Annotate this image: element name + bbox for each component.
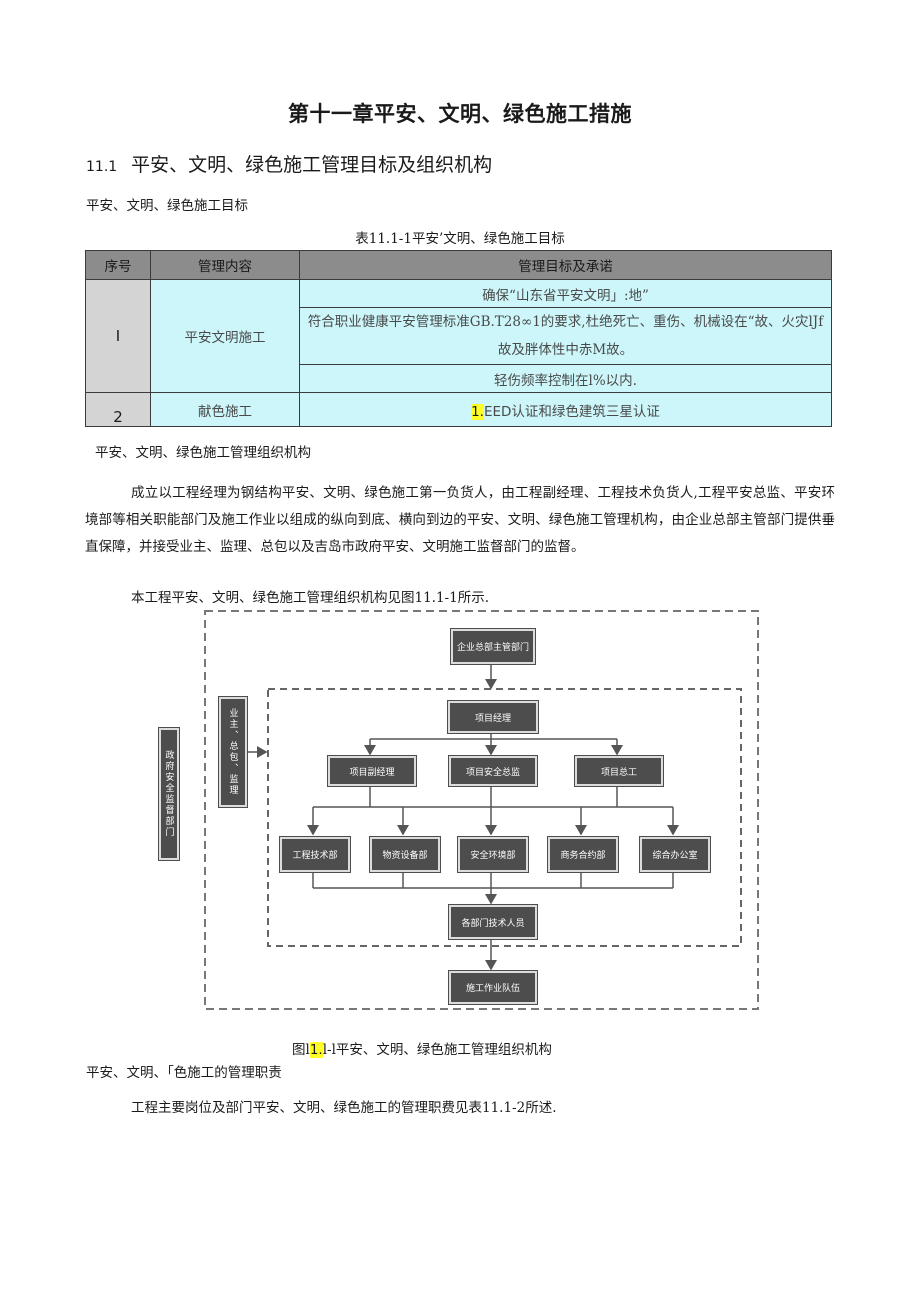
org-node-dept: 物资设备部 <box>369 836 441 873</box>
section-title-text: 平安、文明、绿色施工管理目标及组织机构 <box>131 154 493 176</box>
sub-heading-duties: 平安、文明、「色施工的管理职责 <box>86 1065 282 1081</box>
table-row: 符合职业健康平安管理标准GB.T28∞1的要求,杜绝死亡、重伤、机械设在“故、火… <box>86 307 832 365</box>
org-node-chief-engineer: 项目总工 <box>574 755 664 787</box>
sub-heading-goals: 平安、文明、绿色施工目标 <box>86 198 248 214</box>
row-content: 献色施工 <box>150 392 300 427</box>
section-title: 11.1 平安、文明、绿色施工管理目标及组织机构 <box>86 150 492 177</box>
org-node-manager: 项目经理 <box>447 700 539 734</box>
org-node-gov: 政府安全监督部门 <box>158 727 180 861</box>
goal-text: EED认证和绿色建筑三星认证 <box>483 403 660 420</box>
row-content: 平安文明施工 <box>150 279 300 393</box>
goals-table: 序号 管理内容 管理目标及承诺 I 平安文明施工 确保“山东省平安文明」:地” … <box>85 250 832 427</box>
org-node-safety-director: 项目安全总监 <box>448 755 538 787</box>
org-node-dept: 商务合约部 <box>547 836 619 873</box>
org-node-dept: 安全环境部 <box>457 836 529 873</box>
table-header: 管理内容 <box>150 250 300 280</box>
goal-cell: 确保“山东省平安文明」:地” <box>299 279 832 308</box>
table-row: 2 献色施工 1.EED认证和绿色建筑三星认证 <box>85 392 832 427</box>
highlight-mark: 1. <box>309 1042 323 1058</box>
goal-cell: 符合职业健康平安管理标准GB.T28∞1的要求,杜绝死亡、重伤、机械设在“故、火… <box>299 307 832 365</box>
org-node-deputy: 项目副经理 <box>327 755 417 787</box>
goal-cell: 1.EED认证和绿色建筑三星认证 <box>299 392 832 427</box>
org-node-dept: 工程技术部 <box>279 836 351 873</box>
figure-caption: 图l1.l-l平安、文明、绿色施工管理组织机构 <box>292 1040 552 1060</box>
org-node-dept: 综合办公室 <box>639 836 711 873</box>
section-number: 11.1 <box>86 159 118 175</box>
paragraph-figure-ref: 本工程平安、文明、绿色施工管理组织机构见图11.1-1所示. <box>131 590 489 606</box>
table-header: 管理目标及承诺 <box>299 250 832 280</box>
table-header-row: 序号 管理内容 管理目标及承诺 <box>85 250 832 280</box>
highlight-mark: 1. <box>471 403 484 420</box>
org-node-staff: 各部门技术人员 <box>448 904 538 940</box>
row-index: 2 <box>85 392 151 427</box>
paragraph-duties: 工程主要岗位及部门平安、文明、绿色施工的管理职费见表11.1-2所述. <box>131 1100 557 1116</box>
figure-caption-pre: 图l <box>292 1042 310 1058</box>
chapter-title: 第十一章平安、文明、绿色施工措施 <box>288 102 632 126</box>
sub-heading-org: 平安、文明、绿色施工管理组织机构 <box>95 445 311 461</box>
figure-caption-post: l-l平安、文明、绿色施工管理组织机构 <box>322 1042 552 1058</box>
row-index: I <box>85 279 151 393</box>
org-node-owner: 业主、总包、监理 <box>218 696 248 808</box>
table-row: I 平安文明施工 确保“山东省平安文明」:地” <box>85 279 832 393</box>
org-node-hq: 企业总部主管部门 <box>450 628 536 665</box>
table-caption: 表11.1-1平安’文明、绿色施工目标 <box>355 231 565 247</box>
org-node-teams: 施工作业队伍 <box>448 970 538 1005</box>
paragraph-org: 成立以工程经理为钢结构平安、文明、绿色施工第一负货人，由工程副经理、工程技术负货… <box>85 485 835 555</box>
